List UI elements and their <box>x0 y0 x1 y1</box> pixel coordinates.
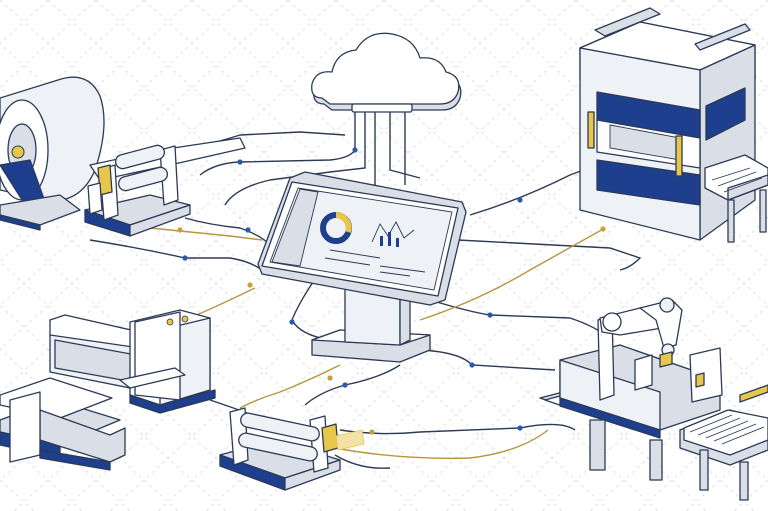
stamping-press <box>579 7 768 243</box>
roller-unit <box>219 407 365 491</box>
cloud-icon <box>311 32 462 113</box>
feeder-straightener <box>84 144 191 237</box>
output-conveyor <box>679 384 768 501</box>
folding-machine <box>0 309 216 471</box>
robot-arm-cell <box>539 297 723 481</box>
hmi-kiosk <box>257 171 467 363</box>
network-cables <box>89 108 642 469</box>
paper-roll-unwinder <box>0 76 246 231</box>
